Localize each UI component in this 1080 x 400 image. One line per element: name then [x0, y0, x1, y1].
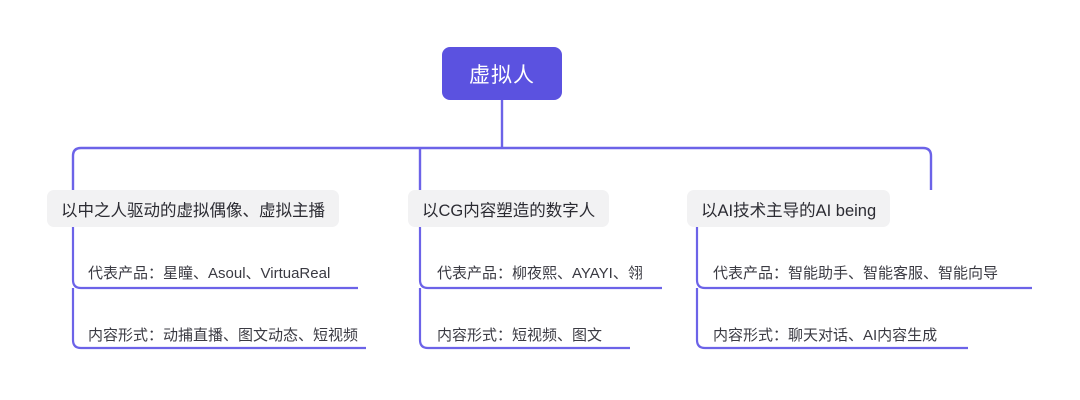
leaf-item[interactable]: 代表产品：智能助手、智能客服、智能向导: [713, 265, 999, 282]
root-node[interactable]: 虚拟人: [442, 47, 562, 100]
connector-column-2-leaf-2: [418, 288, 630, 350]
connector-column-1-leaf-2: [71, 288, 366, 350]
branch-node-1-label: 以中之人驱动的虚拟偶像、虚拟主播: [61, 201, 325, 220]
branch-node-1[interactable]: 以中之人驱动的虚拟偶像、虚拟主播: [47, 190, 339, 227]
branch-node-3[interactable]: 以AI技术主导的AI being: [687, 190, 891, 227]
branch-node-3-label: 以AI技术主导的AI being: [701, 201, 877, 220]
root-node-label: 虚拟人: [469, 63, 535, 87]
connector-column-1: [71, 226, 358, 290]
branch-node-2[interactable]: 以CG内容塑造的数字人: [408, 190, 610, 227]
connector-column-3-leaf-2: [695, 288, 968, 350]
connector-column-3: [695, 226, 1032, 290]
connector-column-2: [418, 226, 662, 290]
branch-node-2-label: 以CG内容塑造的数字人: [422, 201, 596, 220]
leaf-item[interactable]: 内容形式：动捕直播、图文动态、短视频: [88, 327, 359, 344]
connector-bus: [71, 146, 933, 190]
leaf-item[interactable]: 内容形式：聊天对话、AI内容生成: [713, 327, 938, 344]
leaf-item[interactable]: 代表产品：柳夜熙、AYAYI、翎: [437, 265, 643, 282]
leaf-item[interactable]: 代表产品：星瞳、Asoul、VirtuaReal: [88, 265, 331, 282]
leaf-item[interactable]: 内容形式：短视频、图文: [437, 327, 603, 344]
